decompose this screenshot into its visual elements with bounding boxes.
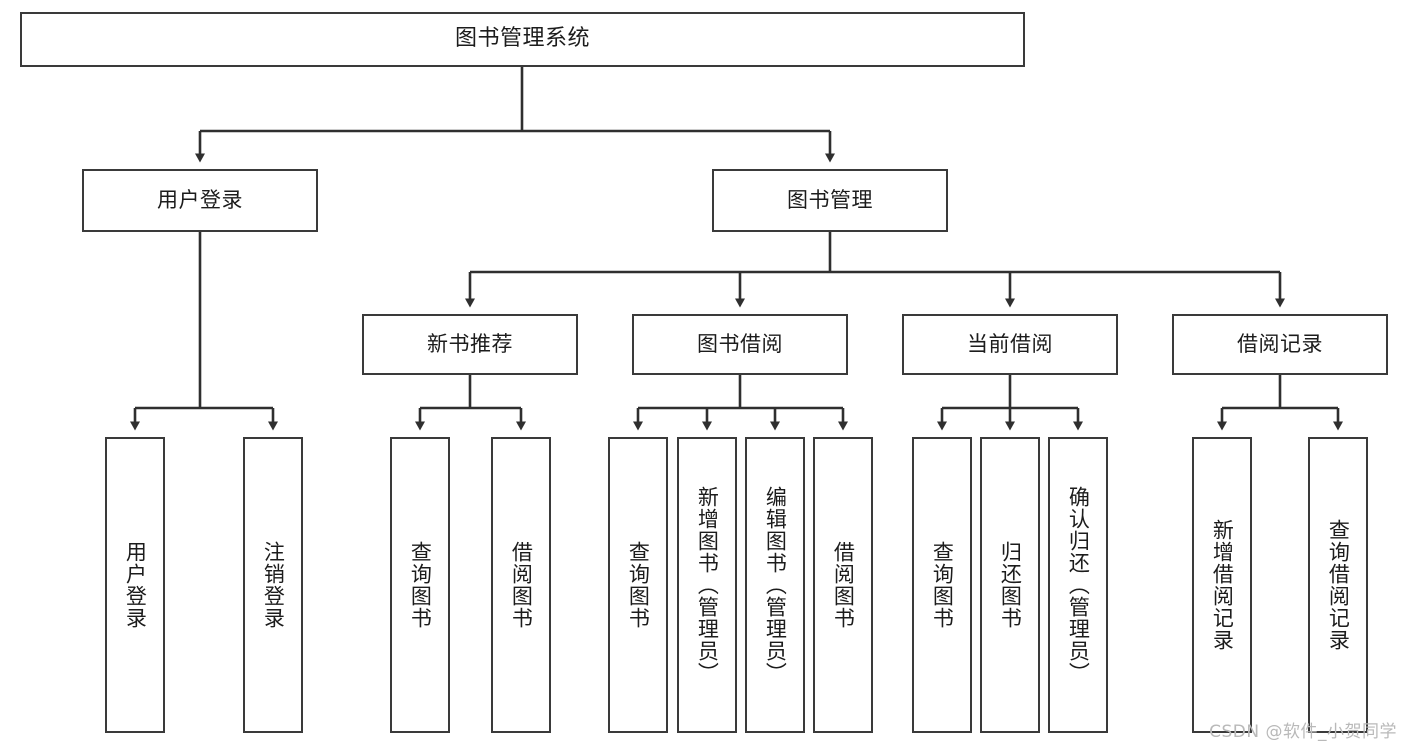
node-leaf-add-book[interactable]: 新增图书（管理员） [677, 437, 737, 733]
node-book-management[interactable]: 图书管理 [712, 169, 948, 232]
node-leaf-query-book-3[interactable]: 查询图书 [912, 437, 972, 733]
node-leaf-query-book-2[interactable]: 查询图书 [608, 437, 668, 733]
node-root[interactable]: 图书管理系统 [20, 12, 1025, 67]
node-leaf-query-book-1[interactable]: 查询图书 [390, 437, 450, 733]
node-borrow-record[interactable]: 借阅记录 [1172, 314, 1388, 375]
node-leaf-user-login[interactable]: 用户登录 [105, 437, 165, 733]
node-leaf-add-record[interactable]: 新增借阅记录 [1192, 437, 1252, 733]
node-book-borrow[interactable]: 图书借阅 [632, 314, 848, 375]
node-new-book-recommend[interactable]: 新书推荐 [362, 314, 578, 375]
node-leaf-confirm-return[interactable]: 确认归还（管理员） [1048, 437, 1108, 733]
node-leaf-logout-login[interactable]: 注销登录 [243, 437, 303, 733]
node-user-login[interactable]: 用户登录 [82, 169, 318, 232]
node-current-borrow[interactable]: 当前借阅 [902, 314, 1118, 375]
node-leaf-edit-book[interactable]: 编辑图书（管理员） [745, 437, 805, 733]
node-leaf-return-book[interactable]: 归还图书 [980, 437, 1040, 733]
node-leaf-borrow-book-1[interactable]: 借阅图书 [491, 437, 551, 733]
node-leaf-query-record[interactable]: 查询借阅记录 [1308, 437, 1368, 733]
node-leaf-borrow-book-2[interactable]: 借阅图书 [813, 437, 873, 733]
